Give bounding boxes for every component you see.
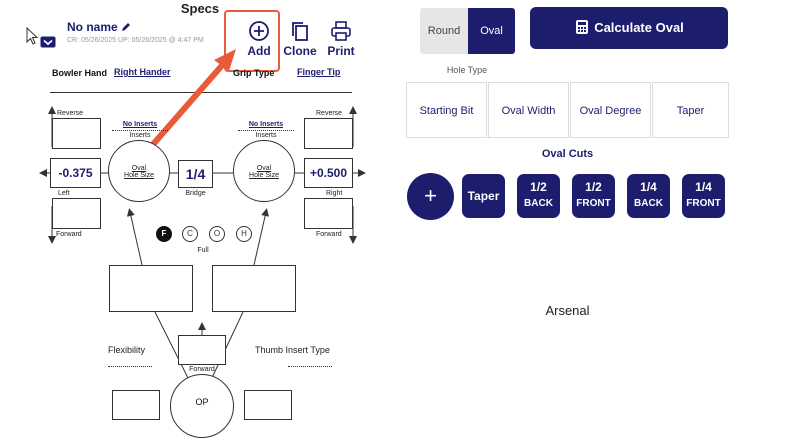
right-reverse-box[interactable] xyxy=(304,118,353,149)
cut-label-top: 1/2 xyxy=(530,180,547,194)
left-insert-box[interactable] xyxy=(109,265,193,312)
pencil-edit-icon[interactable] xyxy=(121,22,131,32)
grip-option-h[interactable]: H xyxy=(236,226,252,242)
right-no-inserts[interactable]: No Inserts xyxy=(248,121,284,128)
left-side-label: Left xyxy=(58,190,70,197)
oval-cuts-label: Oval Cuts xyxy=(541,148,594,160)
bowler-hand-label: Bowler Hand xyxy=(52,68,108,78)
copy-icon xyxy=(292,22,308,41)
shape-toggle-round[interactable]: Round xyxy=(420,8,468,54)
cut-label-bottom: BACK xyxy=(524,198,553,209)
left-reverse-box[interactable] xyxy=(52,118,101,149)
mouse-cursor-icon xyxy=(26,27,39,45)
right-hole-value[interactable]: +0.500 xyxy=(304,158,353,188)
clone-button[interactable]: Clone xyxy=(282,20,318,58)
left-reverse-label: Reverse xyxy=(57,110,84,117)
grip-type-label: Grip Type xyxy=(233,68,275,78)
right-hole-circle[interactable]: Oval Hole Size xyxy=(233,140,295,202)
grip-selected-label: Full xyxy=(197,247,209,254)
cut-half-back-button[interactable]: 1/2 BACK xyxy=(517,174,560,218)
grip-option-f[interactable]: F xyxy=(156,226,172,242)
cut-label-bottom: BACK xyxy=(634,198,663,209)
arsenal-label: Arsenal xyxy=(545,303,590,318)
print-button[interactable]: Print xyxy=(325,20,357,58)
printer-icon xyxy=(331,21,351,41)
right-hole-size-text: Hole Size xyxy=(249,172,279,179)
left-oval-text: Oval xyxy=(131,165,147,172)
calculate-oval-label: Calculate Oval xyxy=(594,20,684,35)
bridge-label: Bridge xyxy=(185,190,206,197)
thumb-hole-circle[interactable]: OP xyxy=(170,374,234,438)
document-name-text: No name xyxy=(67,20,118,34)
thumb-left-box[interactable] xyxy=(112,390,160,420)
left-hole-value[interactable]: -0.375 xyxy=(50,158,101,188)
cut-label-bottom: FRONT xyxy=(686,198,721,209)
document-meta: CR: 05/26/2025 UP: 05/26/2025 @ 4:47 PM xyxy=(67,37,204,44)
right-oval-text: Oval xyxy=(256,165,272,172)
right-inserts-label: Inserts xyxy=(255,132,277,139)
add-label: Add xyxy=(247,44,271,58)
flexibility-field[interactable] xyxy=(108,366,152,367)
hole-type-oval-degree[interactable]: Oval Degree xyxy=(570,82,651,138)
left-hole-size-text: Hole Size xyxy=(124,172,154,179)
grip-option-o[interactable]: O xyxy=(209,226,225,242)
cut-label-top: 1/4 xyxy=(695,180,712,194)
hole-type-taper[interactable]: Taper xyxy=(652,82,729,138)
dotted-divider xyxy=(112,130,168,131)
cut-quarter-front-button[interactable]: 1/4 FRONT xyxy=(682,174,725,218)
add-button-highlight xyxy=(224,10,280,72)
right-forward-label: Forward xyxy=(316,231,342,238)
flexibility-label: Flexibility xyxy=(108,345,146,355)
document-name[interactable]: No name xyxy=(67,20,131,34)
page-title: Specs xyxy=(180,1,220,16)
shape-toggle-oval[interactable]: Oval xyxy=(468,8,515,54)
left-forward-box[interactable] xyxy=(52,198,101,229)
right-side-label: Right xyxy=(326,190,343,197)
cut-half-front-button[interactable]: 1/2 FRONT xyxy=(572,174,615,218)
print-label: Print xyxy=(327,44,355,58)
hole-type-oval-width[interactable]: Oval Width xyxy=(488,82,569,138)
bowler-hand-value[interactable]: Right Hander xyxy=(114,67,171,77)
grip-type-value[interactable]: Finger Tip xyxy=(297,67,341,77)
calculate-oval-button[interactable]: Calculate Oval xyxy=(530,7,728,49)
left-forward-label: Forward xyxy=(56,231,82,238)
cut-label-top: 1/4 xyxy=(640,180,657,194)
add-cut-button[interactable]: + xyxy=(407,173,454,220)
cut-label-bottom: FRONT xyxy=(576,198,611,209)
select-chevron-icon[interactable] xyxy=(40,36,56,48)
right-insert-box[interactable] xyxy=(212,265,296,312)
right-forward-box[interactable] xyxy=(304,198,353,229)
thumb-insert-field[interactable] xyxy=(288,366,332,367)
dotted-divider xyxy=(238,130,294,131)
left-inserts-label: Inserts xyxy=(129,132,151,139)
thumb-right-box[interactable] xyxy=(244,390,292,420)
plus-icon: + xyxy=(424,183,437,208)
grip-option-c[interactable]: C xyxy=(182,226,198,242)
clone-label: Clone xyxy=(283,44,317,58)
thumb-insert-label: Thumb Insert Type xyxy=(255,345,330,355)
plus-circle-icon xyxy=(249,21,269,41)
bridge-value[interactable]: 1/4 xyxy=(178,160,213,188)
right-reverse-label: Reverse xyxy=(316,110,343,117)
calculator-icon xyxy=(576,20,589,34)
thumb-circle-text: OP xyxy=(195,397,209,407)
hole-type-starting-bit[interactable]: Starting Bit xyxy=(406,82,487,138)
hole-type-label: Hole Type xyxy=(446,65,488,75)
cut-quarter-back-button[interactable]: 1/4 BACK xyxy=(627,174,670,218)
add-button[interactable]: Add xyxy=(243,20,275,58)
cut-label-top: 1/2 xyxy=(585,180,602,194)
thumb-forward-label: Forward xyxy=(189,366,215,373)
left-hole-circle[interactable]: Oval Hole Size xyxy=(108,140,170,202)
cut-label: Taper xyxy=(467,189,500,203)
left-no-inserts[interactable]: No Inserts xyxy=(122,121,158,128)
thumb-forward-box[interactable] xyxy=(178,335,226,365)
cut-taper-button[interactable]: Taper xyxy=(462,174,505,218)
